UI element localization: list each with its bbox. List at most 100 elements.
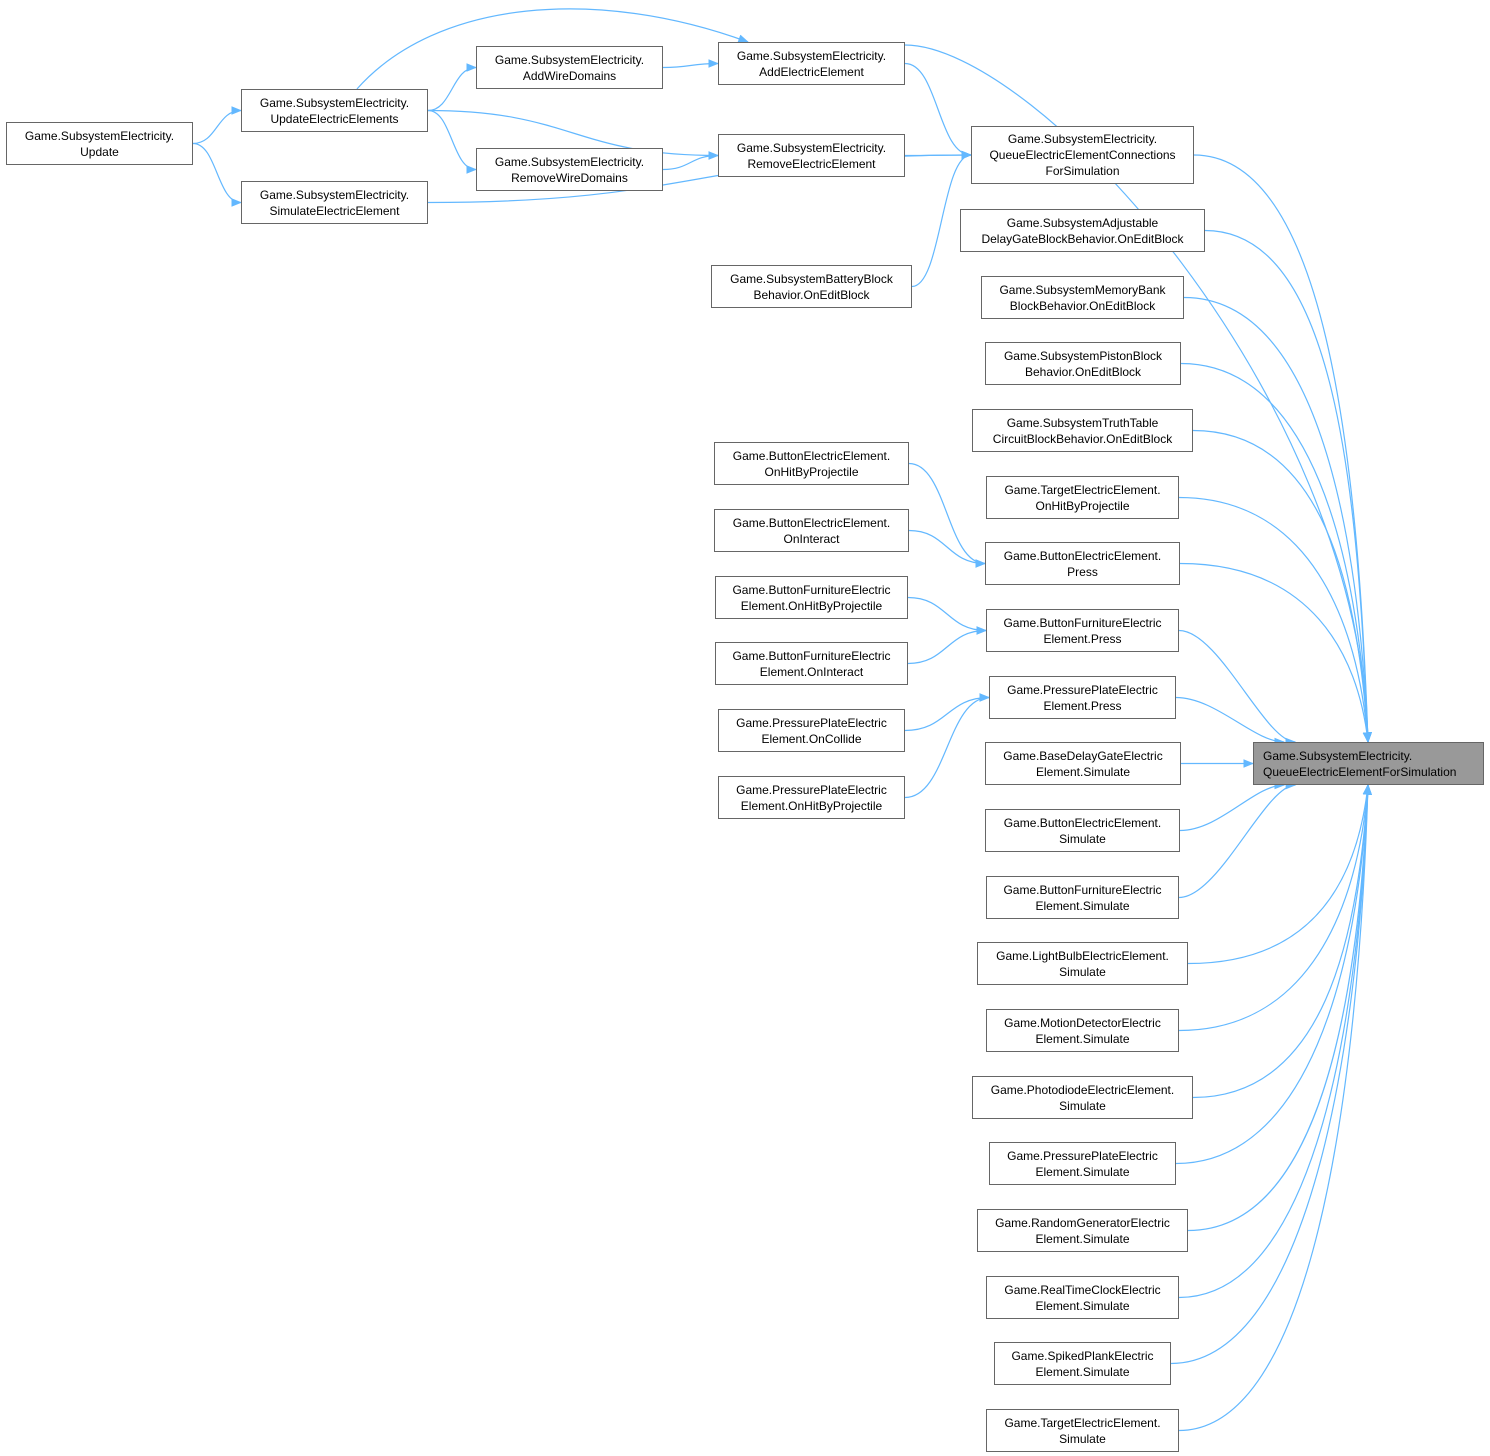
node-label-line: RemoveWireDomains bbox=[511, 170, 628, 185]
node-label-line: QueueElectricElementConnections bbox=[989, 148, 1176, 162]
call-edge bbox=[1187, 783, 1372, 1232]
node-label-line: Element.Simulate bbox=[1035, 1231, 1130, 1246]
node-label-line: Element.Simulate bbox=[1035, 1298, 1130, 1313]
call-edge bbox=[904, 693, 991, 799]
node-label-line: Game.PressurePlateElectric bbox=[1007, 1148, 1158, 1163]
node-label-line: Element.Simulate bbox=[1035, 898, 1130, 913]
node-label-line: SimulateElectricElement bbox=[269, 203, 400, 218]
call-edge bbox=[662, 59, 720, 69]
node-label-line: Game.SubsystemMemoryBank bbox=[999, 282, 1166, 297]
call-edge bbox=[1170, 783, 1372, 1365]
call-edge bbox=[1180, 362, 1372, 744]
node-label-line: AddWireDomains bbox=[522, 68, 617, 83]
node-label-line: Simulate bbox=[1059, 964, 1106, 979]
node-label-line: Game.BaseDelayGateElectric bbox=[1003, 748, 1163, 763]
node-label-line: Element.OnHitByProjectile bbox=[740, 798, 883, 813]
function-node[interactable]: Game.TargetElectricElement.OnHitByProjec… bbox=[986, 476, 1179, 519]
call-edge bbox=[1178, 629, 1297, 747]
call-edge bbox=[1175, 783, 1372, 1165]
call-edge bbox=[1192, 429, 1372, 744]
node-label-line: Game.SubsystemElectricity. bbox=[24, 128, 175, 143]
call-edge bbox=[904, 693, 991, 732]
call-edge bbox=[192, 142, 243, 207]
node-label-line: CircuitBlockBehavior.OnEditBlock bbox=[992, 431, 1173, 446]
node-label-line: Game.ButtonElectricElement. bbox=[732, 515, 891, 530]
node-label-line: Game.SubsystemAdjustable bbox=[1006, 215, 1159, 230]
function-node[interactable]: Game.ButtonElectricElement.OnInteract bbox=[714, 509, 909, 552]
function-node[interactable]: Game.PhotodiodeElectricElement.Simulate bbox=[972, 1076, 1193, 1119]
function-node[interactable]: Game.ButtonElectricElement.OnHitByProjec… bbox=[714, 442, 909, 485]
node-label-line: Game.LightBulbElectricElement. bbox=[996, 948, 1169, 963]
function-node[interactable]: Game.SubsystemElectricity.UpdateElectric… bbox=[241, 89, 428, 132]
node-label-line: Game.PressurePlateElectric bbox=[736, 715, 887, 730]
function-node[interactable]: Game.SubsystemElectricity. QueueElectricE… bbox=[971, 126, 1194, 184]
node-label-line: Game.SubsystemElectricity. bbox=[494, 52, 645, 67]
node-label-line: QueueElectricElementForSimulation bbox=[1263, 764, 1457, 779]
node-label-line: RemoveElectricElement bbox=[747, 156, 876, 171]
node-label-line: Game.SubsystemElectricity. bbox=[736, 140, 887, 155]
node-label-line: Game.ButtonElectricElement. bbox=[732, 448, 891, 463]
node-label-line: Behavior.OnEditBlock bbox=[1024, 364, 1142, 379]
node-label-line: Element.OnHitByProjectile bbox=[740, 598, 883, 613]
focus-function-node[interactable]: Game.SubsystemElectricity.QueueElectricE… bbox=[1253, 742, 1484, 785]
function-node[interactable]: Game.SubsystemElectricity.Update bbox=[6, 122, 193, 165]
function-node[interactable]: Game.ButtonElectricElement.Press bbox=[985, 542, 1180, 585]
node-label-line: OnInteract bbox=[783, 531, 840, 546]
call-edge bbox=[1204, 229, 1372, 744]
call-edge bbox=[1178, 780, 1297, 899]
node-label-line: Game.SubsystemBatteryBlock bbox=[730, 271, 893, 286]
node-label-line: Element.Simulate bbox=[1035, 1031, 1130, 1046]
function-node[interactable]: Game.ButtonElectricElement.Simulate bbox=[985, 809, 1180, 852]
call-edge bbox=[1178, 496, 1372, 744]
call-edge bbox=[1187, 783, 1372, 965]
function-node[interactable]: Game.LightBulbElectricElement.Simulate bbox=[977, 942, 1188, 985]
function-node[interactable]: Game.TargetElectricElement.Simulate bbox=[986, 1409, 1179, 1452]
node-label-line: Element.OnCollide bbox=[761, 731, 862, 746]
call-edge bbox=[1178, 783, 1373, 1432]
call-edge bbox=[427, 63, 478, 112]
call-edge bbox=[427, 109, 478, 174]
call-edge bbox=[1179, 562, 1372, 744]
node-label-line: Game.ButtonElectricElement. bbox=[1003, 815, 1162, 830]
node-label-line: Element.Press bbox=[1043, 698, 1122, 713]
node-label-line: Game.RandomGeneratorElectric bbox=[995, 1215, 1170, 1230]
call-edge bbox=[192, 106, 243, 145]
node-label-line: Game.ButtonFurnitureElectric bbox=[1003, 615, 1162, 630]
node-label-line: Game.PressurePlateElectric bbox=[1007, 682, 1158, 697]
node-label-line: Game.SubsystemPistonBlock bbox=[1003, 348, 1163, 363]
node-label-line: Game.ButtonFurnitureElectric bbox=[732, 582, 891, 597]
function-node[interactable]: Game.SubsystemElectricity.RemoveElectric… bbox=[718, 134, 905, 177]
call-edge bbox=[904, 44, 1373, 744]
node-label-line: BlockBehavior.OnEditBlock bbox=[1009, 298, 1156, 313]
function-node[interactable]: Game.SubsystemElectricity.AddElectricEle… bbox=[718, 42, 905, 85]
function-node[interactable]: Game.SubsystemElectricity.RemoveWireDoma… bbox=[476, 148, 663, 191]
function-node[interactable]: Game.SubsystemElectricity.SimulateElectr… bbox=[241, 181, 428, 224]
call-edge bbox=[908, 529, 987, 568]
node-label-line: Update bbox=[80, 144, 119, 159]
node-label-line: Element.Simulate bbox=[1035, 1364, 1130, 1379]
call-edge bbox=[1179, 780, 1286, 832]
node-label-line: Simulate bbox=[1059, 831, 1106, 846]
call-edge bbox=[427, 109, 720, 160]
node-label-line: Game.SubsystemElectricity. bbox=[1007, 132, 1158, 146]
node-label-line: Simulate bbox=[1059, 1098, 1106, 1113]
function-node[interactable]: Game.SubsystemElectricity.AddWireDomains bbox=[476, 46, 663, 89]
